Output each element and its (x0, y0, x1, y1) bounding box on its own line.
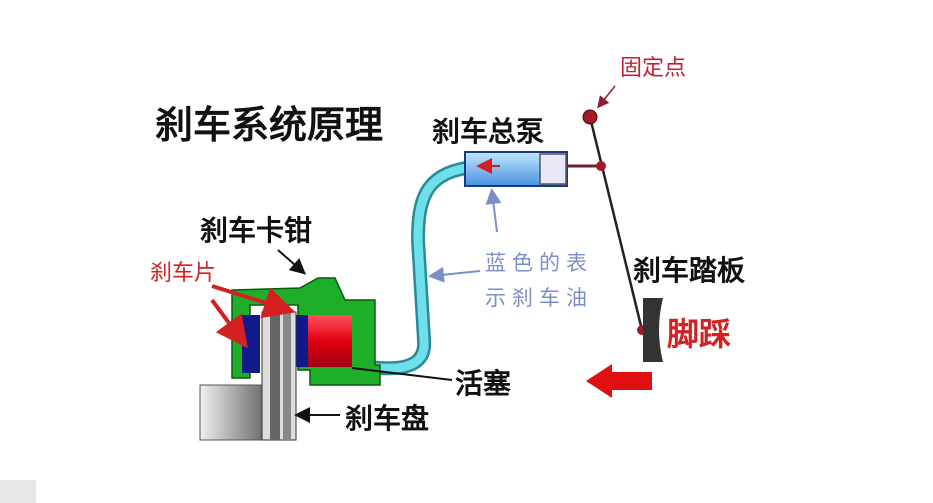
caliper-arrow (277, 249, 307, 275)
master-cylinder-label: 刹车总泵 (432, 115, 544, 148)
diagram-title: 刹车系统原理 (155, 103, 383, 147)
caliper-label: 刹车卡钳 (200, 214, 312, 247)
brake-disc (261, 311, 297, 441)
brake-pad-label: 刹车片 (150, 261, 216, 286)
foot-press-label: 脚踩 (667, 315, 731, 353)
brake-fluid-line (339, 163, 467, 373)
fixed-point-pivot (582, 109, 598, 125)
wheel-hub (199, 384, 263, 441)
pedal-pad (643, 298, 663, 362)
fluid-note-arrow-left (428, 266, 481, 283)
piston-pointer (351, 367, 453, 381)
caliper-piston (308, 315, 352, 367)
pushrod-pivot (596, 161, 606, 171)
disc-label: 刹车盘 (345, 402, 429, 435)
pedal-lever (588, 116, 644, 331)
fixed-point-label: 固定点 (620, 56, 686, 81)
fluid-note-arrow-up (485, 188, 502, 233)
fixed-point-arrow (597, 85, 616, 109)
inner-brake-pad (242, 315, 260, 373)
outer-brake-pad (296, 315, 308, 367)
brake-pad-arrow-inner (210, 298, 248, 349)
master-cylinder (464, 151, 600, 187)
brake-pad-arrow-outer (211, 284, 296, 319)
pedal-label: 刹车踏板 (633, 254, 745, 287)
piston-label: 活塞 (455, 367, 511, 400)
press-direction-arrow (586, 364, 652, 398)
fluid-note-line2: 示刹车油 (485, 286, 593, 310)
corner-artifact (0, 480, 36, 503)
fluid-note-line1: 蓝色的表 (485, 251, 593, 275)
